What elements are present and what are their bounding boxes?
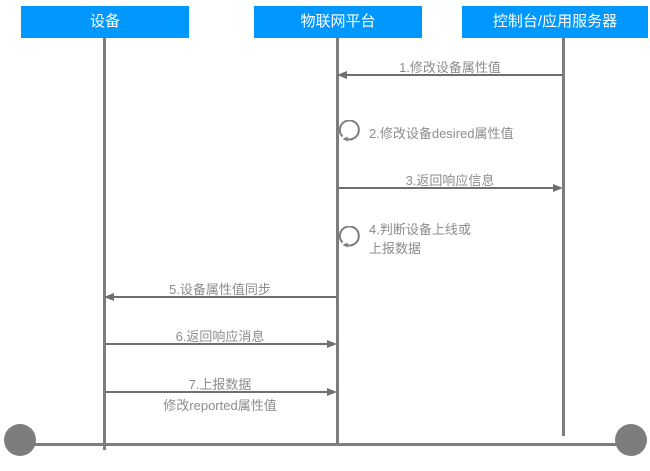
bottom-bar: [20, 443, 631, 446]
self-loop-icon: [338, 226, 360, 248]
message-5-line: [112, 296, 337, 298]
message-3-line: [338, 187, 554, 189]
lifeline-console: [562, 38, 565, 436]
actor-box-platform: 物联网平台: [254, 6, 422, 38]
message-7-sublabel: 修改reported属性值: [163, 398, 277, 413]
message-4-label-line1: 4.判断设备上线或: [369, 222, 471, 237]
message-1-arrowhead-icon: [337, 71, 347, 79]
message-6-line: [106, 343, 328, 345]
self-loop-icon: [338, 120, 360, 142]
message-7-arrowhead-icon: [327, 388, 337, 396]
message-1-label: 1.修改设备属性值: [399, 60, 501, 75]
message-5-arrowhead-icon: [104, 293, 114, 301]
message-6-arrowhead-icon: [327, 340, 337, 348]
message-2-label: 2.修改设备desired属性值: [369, 126, 514, 141]
actor-box-device: 设备: [21, 6, 189, 38]
message-4-label: 4.判断设备上线或 上报数据: [369, 220, 471, 258]
message-1-line: [346, 74, 563, 76]
message-7-label: 7.上报数据: [188, 377, 252, 392]
message-3-label: 3.返回响应信息: [405, 173, 495, 188]
message-6-label: 6.返回响应消息: [175, 329, 265, 344]
message-5-label: 5.设备属性值同步: [169, 282, 271, 297]
lifeline-platform: [336, 38, 339, 444]
actor-box-console: 控制台/应用服务器: [462, 6, 648, 38]
lifeline-device: [103, 38, 106, 450]
message-4-label-line2: 上报数据: [369, 241, 422, 256]
message-3-arrowhead-icon: [553, 184, 563, 192]
terminator-circle-left: [4, 424, 36, 456]
message-7-line: [106, 391, 328, 393]
terminator-circle-right: [615, 424, 647, 456]
